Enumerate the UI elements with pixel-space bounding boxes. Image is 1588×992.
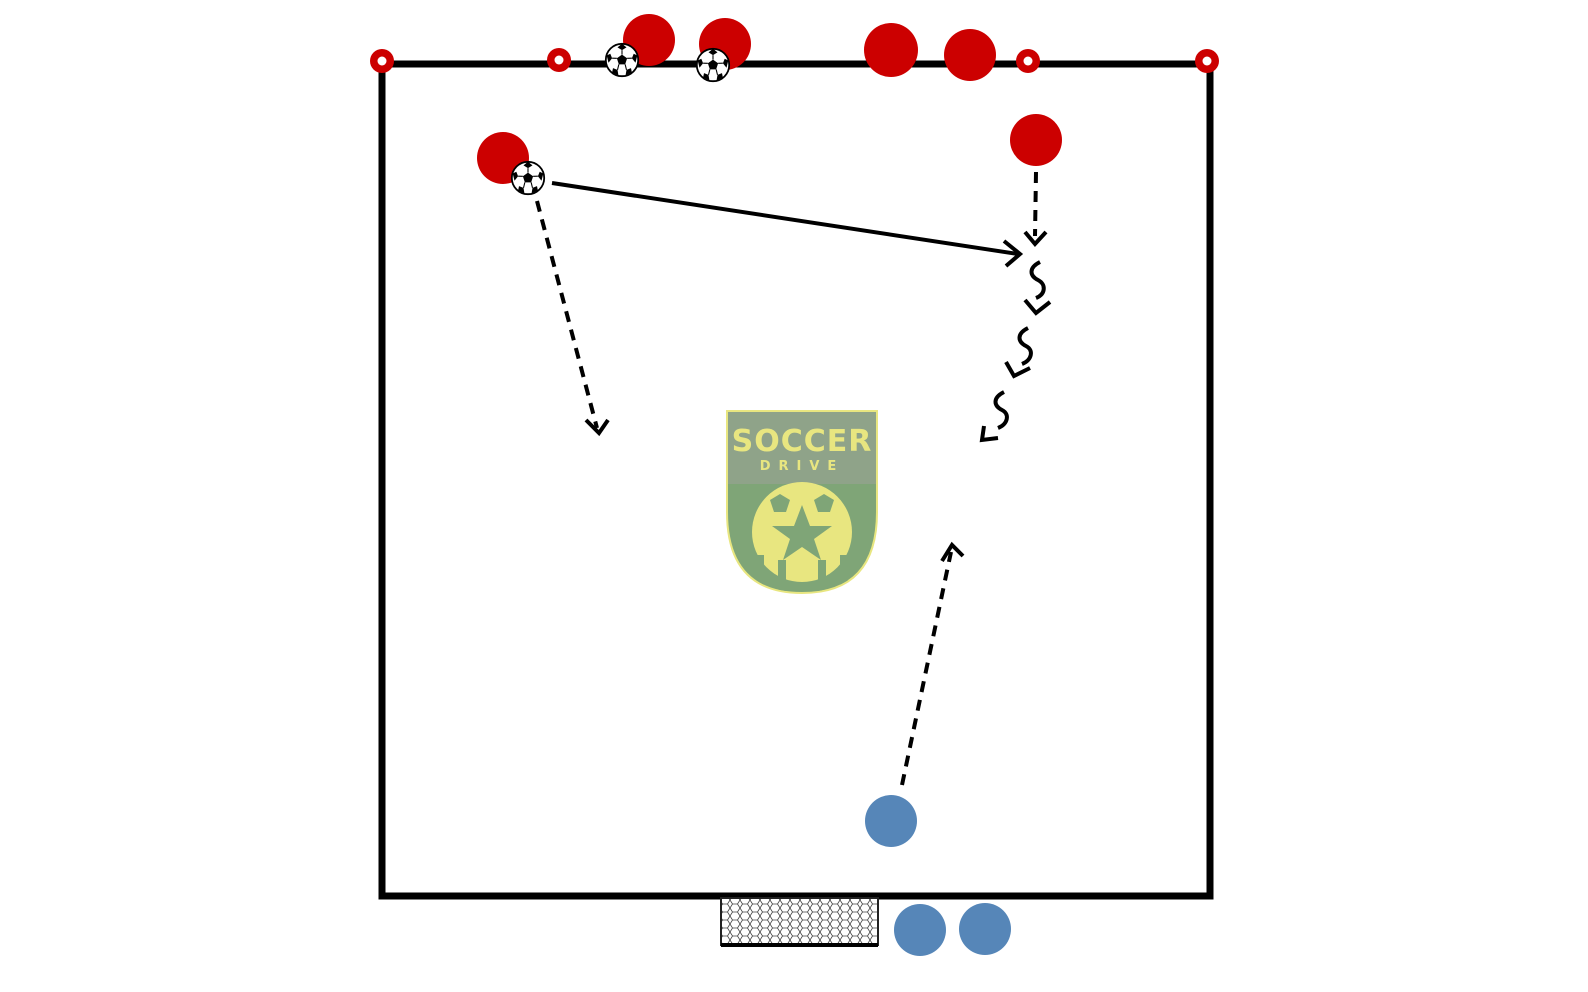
cone xyxy=(1016,49,1040,73)
attacker-player xyxy=(944,29,996,81)
cone xyxy=(1195,49,1219,73)
ball xyxy=(695,47,731,83)
ball xyxy=(604,42,640,78)
pass-arrow xyxy=(551,181,1024,268)
run-arrow xyxy=(1023,171,1048,248)
soccer-drive-logo: SOCCER DRIVE xyxy=(726,410,878,594)
dribble-arrow xyxy=(979,260,1052,443)
attacker-player xyxy=(1010,114,1062,166)
cone xyxy=(547,48,571,72)
run-arrow xyxy=(900,541,965,786)
field-boundary xyxy=(378,60,1214,900)
run-arrow xyxy=(535,200,610,437)
attacking-players xyxy=(477,14,1062,184)
cones xyxy=(370,48,1219,73)
logo-title: SOCCER xyxy=(732,424,873,459)
cone xyxy=(370,49,394,73)
defending-players xyxy=(865,795,1011,956)
defender-player xyxy=(959,903,1011,955)
attacker-player xyxy=(864,23,918,77)
ball xyxy=(510,160,546,196)
defender-player xyxy=(865,795,917,847)
goal xyxy=(720,897,879,946)
defender-player xyxy=(894,904,946,956)
logo-subtitle: DRIVE xyxy=(760,459,845,474)
